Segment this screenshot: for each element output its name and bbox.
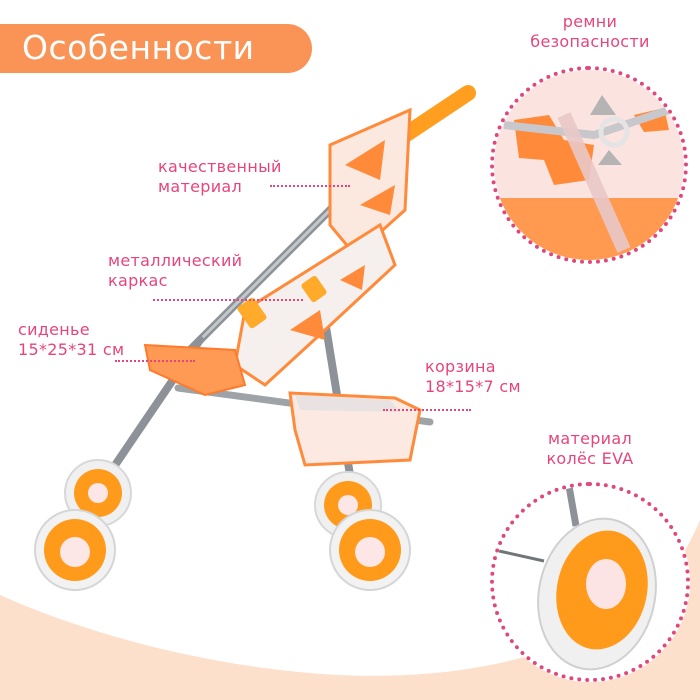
- feature-line: материал: [158, 177, 243, 196]
- leader-line-quality-material: [270, 185, 350, 187]
- leader-line-metal-frame: [153, 299, 303, 301]
- feature-label-metal-frame: металлический каркас: [108, 251, 242, 291]
- feature-line: качественный: [158, 157, 282, 176]
- feature-label-safety-belts: ремни безопасности: [505, 12, 675, 52]
- feature-label-wheels: материал колёс EVA: [515, 429, 665, 469]
- feature-label-quality-material: качественный материал: [158, 157, 282, 197]
- leader-line-basket: [383, 409, 471, 411]
- feature-line: безопасности: [530, 32, 650, 51]
- feature-line: колёс EVA: [546, 449, 634, 468]
- features-title-banner: Особенности: [0, 24, 312, 73]
- feature-label-seat: сиденье 15*25*31 см: [18, 320, 124, 360]
- page-title: Особенности: [22, 28, 255, 67]
- leader-line-seat: [115, 360, 195, 362]
- wheel-detail-circle: [490, 482, 690, 682]
- feature-label-basket: корзина 18*15*7 см: [425, 357, 521, 397]
- feature-line: сиденье: [18, 320, 90, 339]
- feature-line: ремни: [562, 12, 618, 31]
- feature-line: корзина: [425, 357, 496, 376]
- feature-line: каркас: [108, 271, 168, 290]
- feature-line: 18*15*7 см: [425, 377, 521, 396]
- feature-line: материал: [547, 429, 633, 448]
- feature-line: 15*25*31 см: [18, 340, 125, 359]
- safety-belts-detail-circle: [490, 66, 688, 264]
- feature-line: металлический: [108, 251, 243, 270]
